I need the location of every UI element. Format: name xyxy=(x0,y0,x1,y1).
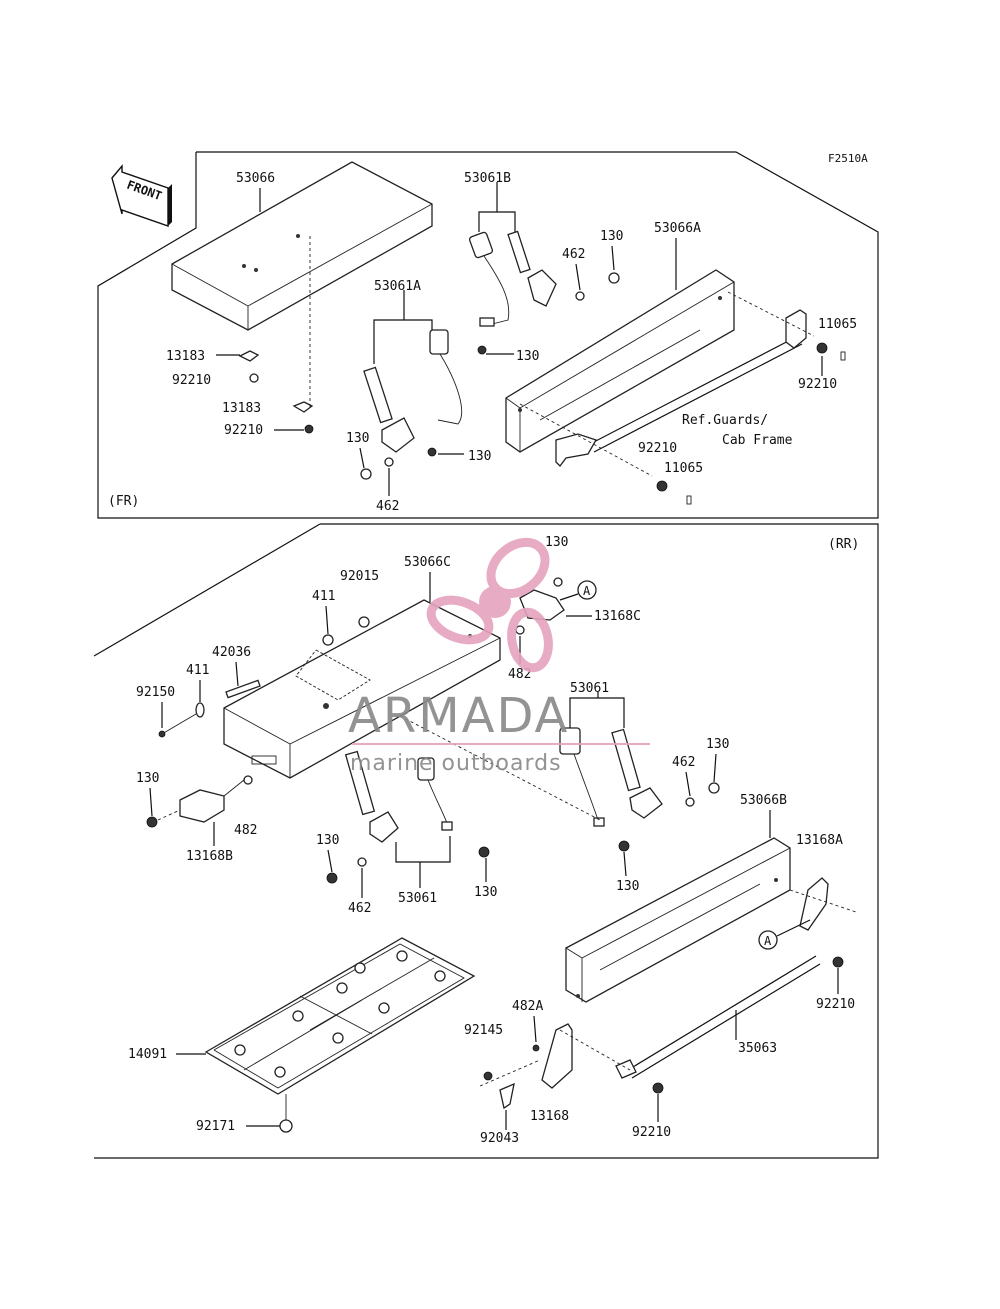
backrest-panel-53066a xyxy=(505,269,735,453)
part-92043: 92043 xyxy=(480,1131,519,1146)
part-92210-a: 92210 xyxy=(172,373,211,388)
part-92210-d: 92210 xyxy=(638,441,677,456)
front-section-frame xyxy=(97,151,879,519)
part-53061-b: 53061 xyxy=(398,891,437,906)
part-130-j: 130 xyxy=(616,879,639,894)
seat-clip-13183-b xyxy=(292,236,314,434)
support-rod-35063 xyxy=(615,955,844,1094)
part-462-d: 462 xyxy=(348,901,371,916)
part-53066b: 53066B xyxy=(740,793,787,808)
seat-belt-53061a xyxy=(363,290,463,457)
part-92210-e: 92210 xyxy=(816,997,855,1012)
part-53066: 53066 xyxy=(236,171,275,186)
part-11065-a: 11065 xyxy=(818,317,857,332)
part-13183-b: 13183 xyxy=(222,401,261,416)
part-13168b: 13168B xyxy=(186,849,233,864)
part-130-a: 130 xyxy=(600,229,623,244)
part-130-d: 130 xyxy=(468,449,491,464)
hinge-pin-42036 xyxy=(158,616,370,738)
ref-note-line2: Cab Frame xyxy=(722,433,793,448)
seat-belt-53061-rear-left xyxy=(326,750,490,888)
part-92150: 92150 xyxy=(136,685,175,700)
part-482a: 482A xyxy=(512,999,543,1014)
part-11065-b: 11065 xyxy=(664,461,703,476)
figure-code: F2510A xyxy=(828,152,868,165)
support-rod-fr xyxy=(519,291,846,505)
fr-labels: F2510A (FR) 53066 53061B 130 462 53066A … xyxy=(108,152,868,514)
part-462-a: 462 xyxy=(562,247,585,262)
part-53066c: 53066C xyxy=(404,555,451,570)
part-411-b: 411 xyxy=(186,663,209,678)
part-13183-a: 13183 xyxy=(166,349,205,364)
part-411-a: 411 xyxy=(312,589,335,604)
part-92210-f: 92210 xyxy=(632,1125,671,1140)
seat-cushion-rear xyxy=(223,599,501,779)
ref-note-line1: Ref.Guards/ xyxy=(682,413,768,428)
bracket-13168a xyxy=(789,877,857,931)
part-462-b: 462 xyxy=(376,499,399,514)
part-92210-b: 92210 xyxy=(224,423,263,438)
part-130-h: 130 xyxy=(316,833,339,848)
watermark-tagline: marine outboards xyxy=(350,751,562,776)
part-35063: 35063 xyxy=(738,1041,777,1056)
watermark-brand: ARMADA xyxy=(348,688,569,744)
rear-section-frame xyxy=(93,523,879,1159)
part-482-b: 482 xyxy=(234,823,257,838)
seat-belt-53061b xyxy=(468,182,557,355)
part-92171: 92171 xyxy=(196,1119,235,1134)
part-462-c: 462 xyxy=(672,755,695,770)
floor-tray-14091 xyxy=(204,937,476,1133)
part-13168c: 13168C xyxy=(594,609,641,624)
section-rr-label: (RR) xyxy=(828,537,859,552)
bracket-13168 xyxy=(479,1023,631,1110)
part-14091: 14091 xyxy=(128,1047,167,1062)
bolt-130-fr xyxy=(360,272,620,480)
seat-cushion-front xyxy=(171,161,433,331)
part-53061a: 53061A xyxy=(374,279,421,294)
ref-a-upper: A xyxy=(583,584,591,598)
propeller-logo-icon xyxy=(426,537,553,673)
part-13168a: 13168A xyxy=(796,833,843,848)
seat-clip-13183-a xyxy=(238,350,260,383)
front-arrow-icon: FRONT xyxy=(111,164,172,227)
ref-circle-a-lower: A xyxy=(758,919,811,950)
part-130-f: 130 xyxy=(706,737,729,752)
bracket-13168b xyxy=(146,755,277,828)
part-130-c: 130 xyxy=(346,431,369,446)
part-130-e: 130 xyxy=(545,535,568,550)
part-42036: 42036 xyxy=(212,645,251,660)
part-130-i: 130 xyxy=(474,885,497,900)
armada-watermark: ARMADA marine outboards xyxy=(348,537,650,776)
part-53061-a: 53061 xyxy=(570,681,609,696)
part-92015: 92015 xyxy=(340,569,379,584)
part-53061b: 53061B xyxy=(464,171,511,186)
part-130-b: 130 xyxy=(516,349,539,364)
ref-circle-a-upper: A xyxy=(559,580,597,601)
ref-a-lower: A xyxy=(764,934,772,948)
part-92145: 92145 xyxy=(464,1023,503,1038)
part-53066a: 53066A xyxy=(654,221,701,236)
rr-labels: (RR) 130 92015 53066C 411 13168C 42036 4… xyxy=(128,535,859,1146)
backrest-panel-53066b xyxy=(565,837,791,1003)
part-13168: 13168 xyxy=(530,1109,569,1124)
part-130-g: 130 xyxy=(136,771,159,786)
part-92210-c: 92210 xyxy=(798,377,837,392)
section-fr-label: (FR) xyxy=(108,494,139,509)
